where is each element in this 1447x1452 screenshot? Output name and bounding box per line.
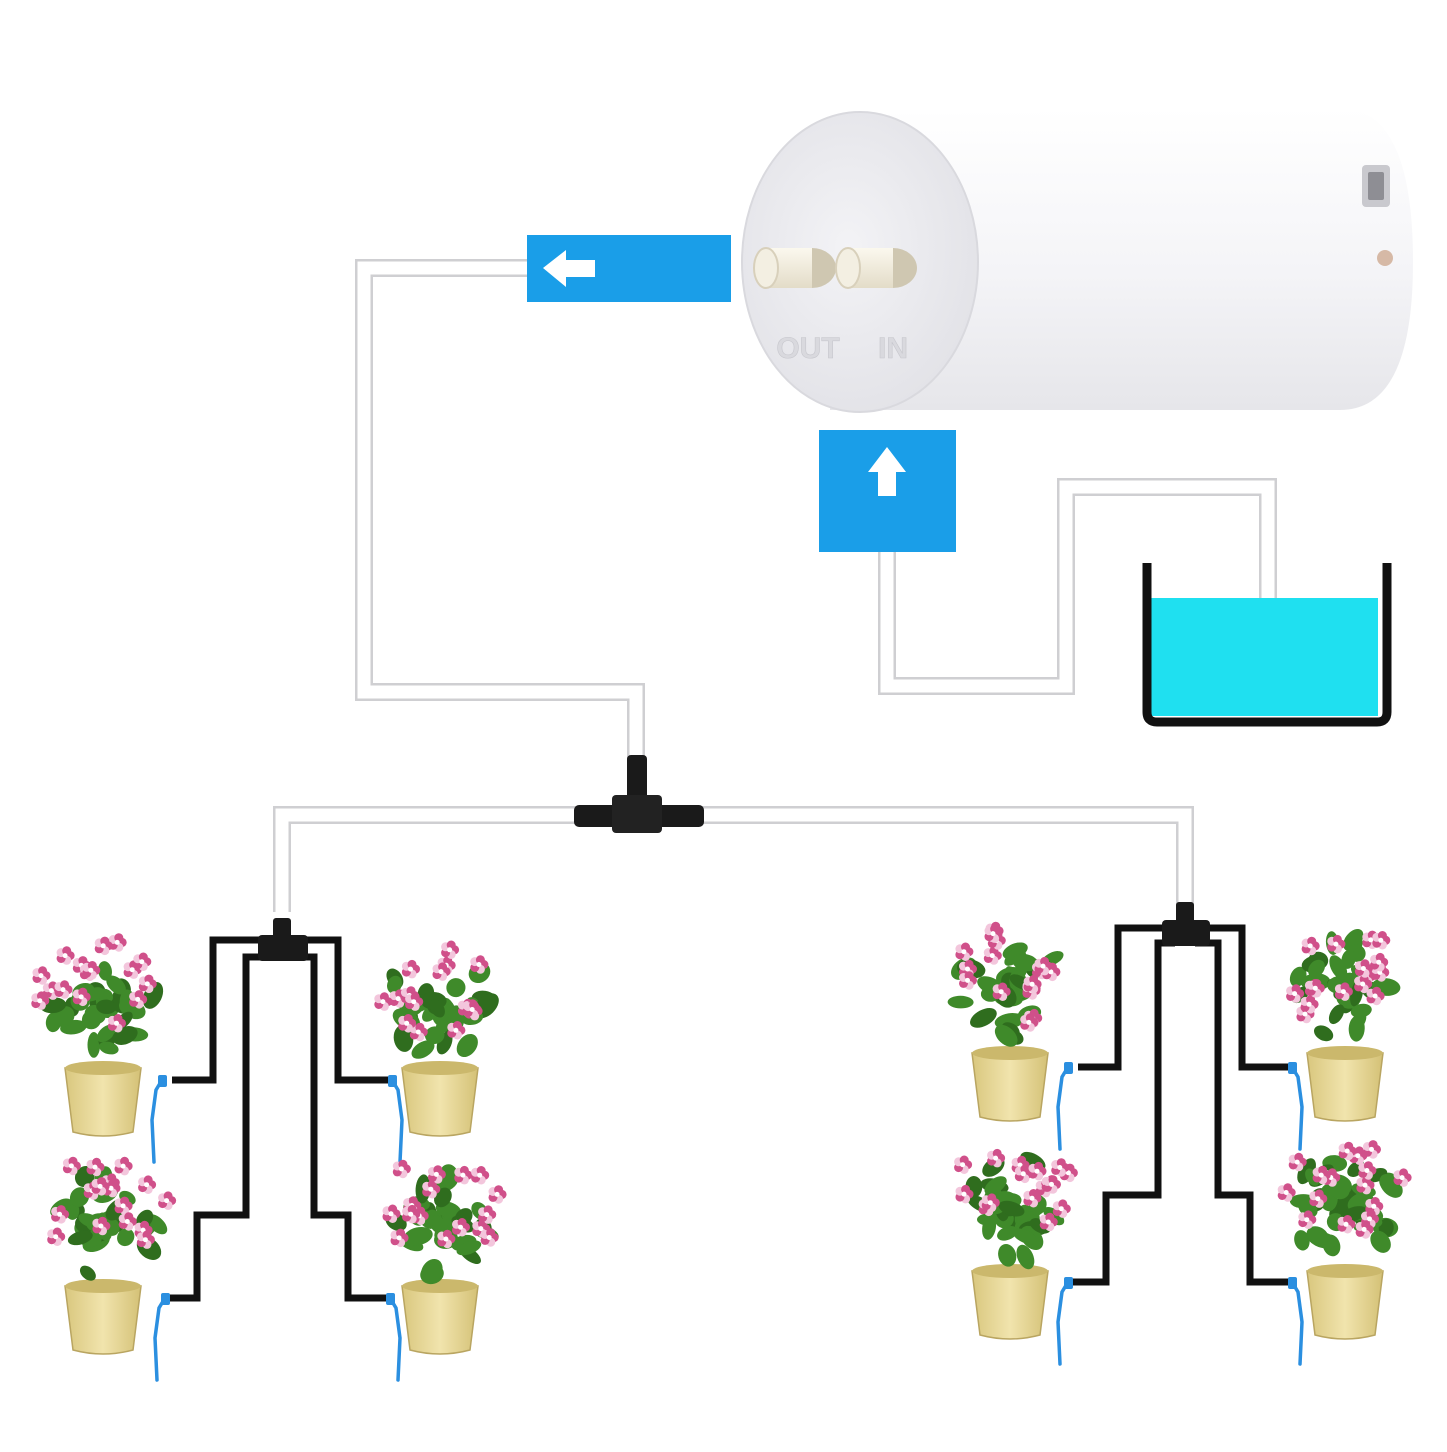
inlet-nozzle (835, 247, 917, 289)
plants (31, 921, 1412, 1382)
potted-plant (31, 933, 167, 1164)
dripper-stake (153, 1296, 167, 1382)
distribution-tube (273, 806, 1194, 912)
flower-pot (971, 1270, 1049, 1340)
dripper-head (1288, 1062, 1297, 1074)
flower-pot (401, 1285, 479, 1355)
branch-t-connector-left (258, 918, 308, 961)
dripper-head (386, 1293, 395, 1305)
flower-pot (401, 1067, 479, 1137)
potted-plant (1286, 928, 1401, 1151)
potted-plant (1277, 1140, 1412, 1366)
dripper-stake (1290, 1065, 1304, 1151)
drip-line (1070, 939, 1175, 1286)
flowers (374, 940, 489, 1042)
flower-pot (64, 1285, 142, 1355)
drip-line (172, 936, 268, 1084)
potted-plant (947, 921, 1073, 1151)
flowers (31, 933, 157, 1033)
potted-plant (47, 1156, 177, 1382)
flower-pot (64, 1067, 142, 1137)
dripper-stake (1056, 1065, 1070, 1151)
main-tubing (273, 259, 1277, 912)
dripper-stake (150, 1078, 164, 1164)
foliage (40, 961, 164, 1058)
dripper-head (158, 1075, 167, 1087)
drip-line (300, 936, 392, 1084)
flower-pot (1306, 1052, 1384, 1122)
dripper-stake (390, 1078, 404, 1164)
inlet-label: IN (878, 332, 908, 365)
flower-pot (1306, 1270, 1384, 1340)
drip-line (1195, 939, 1290, 1286)
drip-line (1200, 924, 1290, 1071)
flowers (1286, 930, 1391, 1024)
dripper-stake (1056, 1280, 1070, 1366)
drip-lines (165, 924, 1290, 1302)
indicator-hole (1377, 250, 1393, 266)
potted-plant (382, 1159, 507, 1382)
foliage (1289, 1155, 1403, 1257)
flowers (955, 921, 1061, 1032)
potted-plant (954, 1148, 1078, 1366)
drip-line (165, 953, 270, 1302)
flowers (47, 1156, 177, 1249)
dripper-head (1064, 1277, 1073, 1289)
water-container-icon (1142, 563, 1392, 727)
outlet-nozzle (753, 247, 836, 289)
dripper-head (388, 1075, 397, 1087)
pump: OUT IN (741, 108, 1413, 413)
branch-t-connector-right (1162, 902, 1210, 946)
dripper-head (1064, 1062, 1073, 1074)
flowers (954, 1148, 1078, 1232)
outlet-label: OUT (776, 332, 839, 365)
flowers (382, 1159, 507, 1249)
dripper-head (1288, 1277, 1297, 1289)
out-arrow-box (527, 235, 731, 302)
potted-plant (374, 940, 499, 1164)
dripper-stake (1290, 1280, 1304, 1366)
drip-line (290, 953, 390, 1302)
water (1151, 598, 1378, 716)
main-t-connector (574, 755, 704, 833)
in-arrow-box (819, 430, 956, 552)
arrow-left-icon (543, 250, 595, 287)
arrow-up-icon (868, 447, 906, 496)
dripper-stake (388, 1296, 402, 1382)
flowers (1277, 1140, 1412, 1239)
flower-pot (971, 1052, 1049, 1122)
drip-line (1078, 924, 1170, 1071)
dripper-head (161, 1293, 170, 1305)
